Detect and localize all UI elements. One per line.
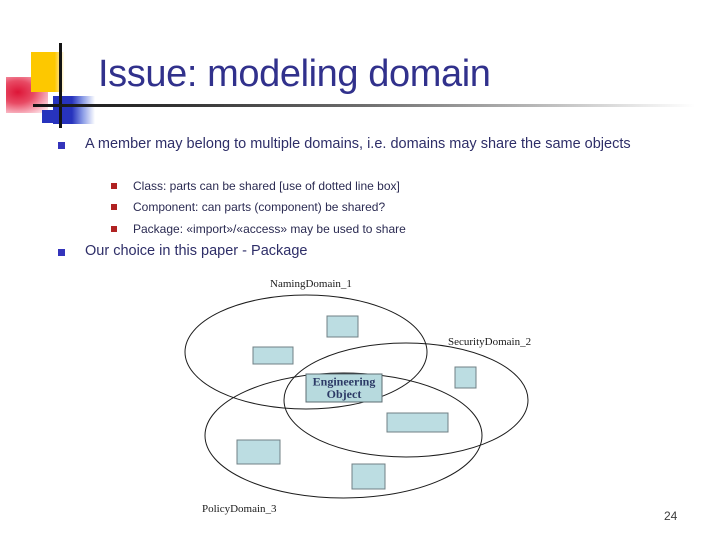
sub-bullet-item-3: Package: «import»/«access» may be used t…	[133, 222, 406, 236]
policy-domain-label: PolicyDomain_3	[202, 503, 277, 515]
logo-yellow-rect	[31, 52, 64, 92]
engineering-object-rect	[305, 373, 383, 403]
sub-bullet-square-icon	[111, 183, 117, 189]
bullet-square-icon	[58, 249, 65, 256]
object-rect	[351, 463, 386, 490]
title-underline-rule	[33, 104, 695, 107]
object-rect	[236, 439, 281, 465]
naming-domain-label: NamingDomain_1	[270, 278, 352, 290]
bullet-square-icon	[58, 142, 65, 149]
sub-bullet-square-icon	[111, 204, 117, 210]
bullet-item-2: Our choice in this paper - Package	[85, 243, 308, 259]
sub-bullet-square-icon	[111, 226, 117, 232]
sub-bullet-item-1: Class: parts can be shared [use of dotte…	[133, 179, 400, 193]
object-rect	[252, 346, 294, 365]
security-domain-label: SecurityDomain_2	[448, 336, 531, 348]
bullet-item-1: A member may belong to multiple domains,…	[85, 136, 631, 152]
logo-vertical-line	[59, 43, 62, 128]
policy-domain-ellipse	[204, 372, 483, 499]
page-number: 24	[664, 509, 678, 523]
sub-bullet-item-2: Component: can parts (component) be shar…	[133, 200, 386, 214]
object-rect	[326, 315, 359, 338]
engineering-object-label-line1: Engineering	[313, 375, 376, 389]
security-domain-ellipse	[283, 342, 529, 458]
object-rect	[386, 412, 449, 433]
domain-venn-diagram: NamingDomain_1 SecurityDomain_2 PolicyDo…	[184, 278, 531, 515]
naming-domain-ellipse	[184, 294, 428, 410]
object-rect	[454, 366, 477, 389]
engineering-object-label-line2: Object	[327, 387, 362, 401]
slide-title: Issue: modeling domain	[98, 53, 491, 95]
logo-blue-rect-small	[42, 110, 69, 123]
